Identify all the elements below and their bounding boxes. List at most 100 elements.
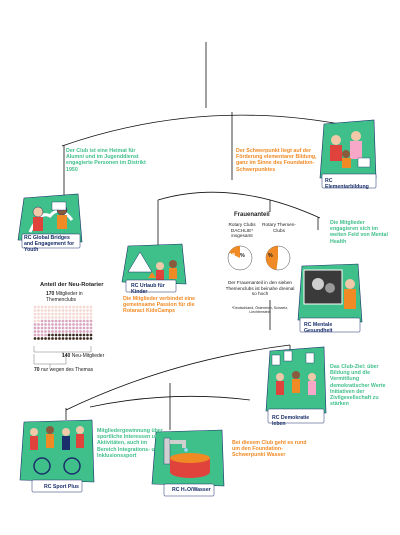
member-dot bbox=[89, 316, 93, 319]
new-members-label: 140 Neu-Mitglieder bbox=[62, 353, 112, 360]
member-dot bbox=[65, 337, 68, 340]
member-dot bbox=[65, 305, 68, 309]
urlaub-kinder-illustration bbox=[121, 243, 187, 293]
member-dot bbox=[33, 309, 37, 312]
frauenanteil-title: Frauenanteil bbox=[234, 212, 270, 218]
new-members-count: 140 bbox=[62, 353, 71, 359]
member-dot bbox=[89, 337, 93, 340]
member-dot bbox=[33, 337, 37, 340]
member-dot bbox=[68, 326, 72, 330]
member-dot bbox=[54, 309, 58, 312]
member-dot bbox=[68, 337, 72, 340]
club-label-global-bridges: RC Global Bridges and Engagement for You… bbox=[24, 235, 75, 253]
member-dot bbox=[37, 323, 40, 326]
member-dot bbox=[51, 326, 54, 330]
club-label-mentale-gesundheit: RC Mentale Gesundheit bbox=[304, 322, 333, 334]
member-dot bbox=[61, 312, 65, 316]
member-dot bbox=[79, 326, 82, 330]
member-dot bbox=[47, 333, 51, 337]
member-dot bbox=[86, 309, 89, 312]
member-dot bbox=[89, 305, 93, 309]
pie-left-slice bbox=[229, 246, 240, 258]
member-dot bbox=[61, 305, 65, 309]
member-dot bbox=[33, 312, 37, 316]
member-dot bbox=[58, 319, 61, 323]
member-dot bbox=[89, 333, 93, 337]
member-dot bbox=[33, 323, 37, 326]
member-dot bbox=[89, 309, 93, 312]
member-dot bbox=[47, 326, 51, 330]
member-dot bbox=[86, 337, 89, 340]
member-dot bbox=[44, 305, 47, 309]
member-dot bbox=[61, 319, 65, 323]
member-dot bbox=[75, 312, 79, 316]
member-dot bbox=[61, 316, 65, 319]
h2o-wasser-card: RC H₂O/Wasser bbox=[150, 428, 226, 500]
member-dot bbox=[65, 316, 68, 319]
theme-members-label: 70 nur wegen des Themas bbox=[34, 367, 114, 374]
member-dot bbox=[40, 309, 44, 312]
member-dot bbox=[75, 319, 79, 323]
member-dot bbox=[75, 316, 79, 319]
member-dot bbox=[86, 319, 89, 323]
member-dot-grid bbox=[33, 305, 93, 340]
member-dot bbox=[72, 305, 75, 309]
sport-plus-illustration bbox=[19, 419, 95, 493]
new-members-text: Neu-Mitglieder bbox=[71, 353, 105, 359]
member-dot bbox=[89, 323, 93, 326]
caption-elementarbildung: Der Schwerpunkt liegt auf der Förderung … bbox=[236, 148, 317, 173]
member-dot bbox=[33, 319, 37, 323]
member-dot bbox=[65, 326, 68, 330]
member-dot bbox=[86, 333, 89, 337]
member-dot bbox=[33, 330, 37, 333]
sport-plus-card: RC Sport Plus bbox=[18, 418, 96, 496]
member-dot bbox=[40, 333, 44, 337]
member-dot bbox=[86, 305, 89, 309]
member-dot bbox=[82, 316, 86, 319]
member-dot bbox=[47, 312, 51, 316]
member-dot bbox=[72, 309, 75, 312]
member-dot bbox=[61, 309, 65, 312]
pie-left-value: 18 bbox=[229, 253, 235, 259]
member-dot bbox=[51, 337, 54, 340]
frauenanteil-pies bbox=[227, 245, 291, 271]
caption-demokratie-leben: Das Club-Ziel: über Bildung und die Verm… bbox=[330, 364, 386, 408]
member-dot bbox=[68, 319, 72, 323]
elementarbildung-card: RC Elementarbildung bbox=[318, 118, 378, 190]
member-dot bbox=[61, 326, 65, 330]
member-dot bbox=[65, 323, 68, 326]
club-label-sport-plus: RC Sport Plus bbox=[44, 484, 79, 490]
member-dot bbox=[44, 319, 47, 323]
member-dot bbox=[68, 309, 72, 312]
member-dot bbox=[82, 312, 86, 316]
frauenanteil-note: Der Frauenanteil in den sieben Themenclu… bbox=[225, 280, 295, 296]
caption-sport-plus: Mitgliedergewinnung über sportliche Inte… bbox=[97, 428, 163, 459]
member-dot bbox=[82, 337, 86, 340]
mentale-gesundheit-card: RC Mentale Gesundheit bbox=[296, 262, 364, 334]
member-dot bbox=[82, 323, 86, 326]
member-dot bbox=[37, 312, 40, 316]
member-dot bbox=[79, 319, 82, 323]
pie-right-symbol: % bbox=[268, 253, 273, 259]
member-dot bbox=[58, 326, 61, 330]
member-dot bbox=[58, 323, 61, 326]
pie-right-value: 48 bbox=[280, 253, 286, 259]
member-dot bbox=[72, 333, 75, 337]
member-dot bbox=[89, 312, 93, 316]
member-dot bbox=[75, 333, 79, 337]
member-dot bbox=[54, 333, 58, 337]
member-dot bbox=[47, 323, 51, 326]
members-label: 170 Mitglieder in Themenclubs bbox=[46, 291, 106, 304]
member-dot bbox=[37, 330, 40, 333]
member-dot bbox=[86, 316, 89, 319]
member-dot bbox=[58, 312, 61, 316]
pie-right-label: Rotary Themen-Clubs bbox=[262, 222, 296, 233]
caption-urlaub-kinder: Die Mitglieder verbindet eine gemeinsame… bbox=[123, 296, 196, 315]
member-dot bbox=[75, 305, 79, 309]
member-dot bbox=[82, 309, 86, 312]
member-dot bbox=[89, 330, 93, 333]
member-dot bbox=[47, 309, 51, 312]
member-dot bbox=[58, 309, 61, 312]
member-dot bbox=[58, 330, 61, 333]
member-dot bbox=[54, 337, 58, 340]
